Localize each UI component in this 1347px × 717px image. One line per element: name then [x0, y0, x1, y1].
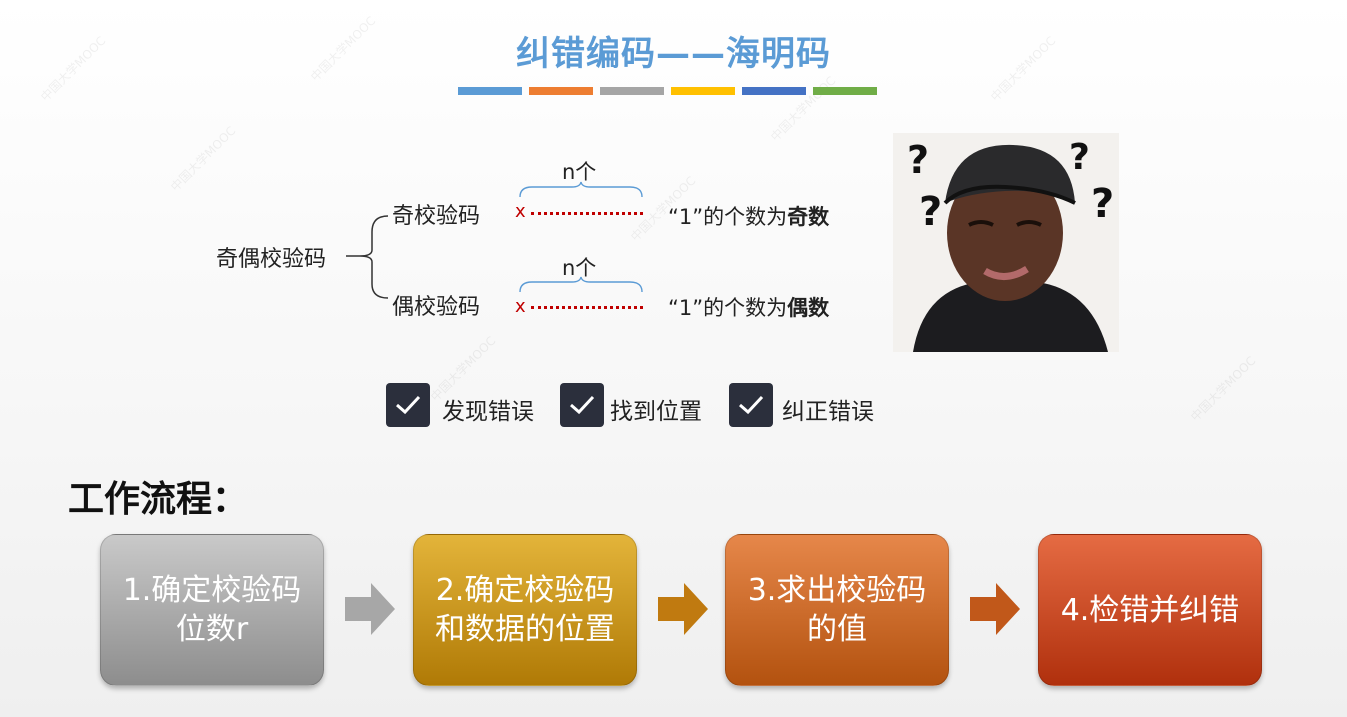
svg-text:?: ? — [919, 189, 942, 235]
odd-parity-label: 奇校验码 — [392, 204, 481, 229]
page-title: 纠错编码——海明码 — [516, 34, 831, 74]
even-parity-label: 偶校验码 — [392, 295, 481, 320]
odd-result: “1”的个数为奇数 — [668, 205, 830, 229]
svg-text:?: ? — [1091, 181, 1114, 227]
title-bar-segment — [600, 87, 664, 95]
even-x-bit: x — [515, 296, 526, 317]
check-find-position-icon — [560, 383, 604, 427]
even-result: “1”的个数为偶数 — [668, 296, 830, 320]
check-found-error-icon — [386, 383, 430, 427]
even-dotted-bits — [531, 306, 643, 309]
tree-root-label: 奇偶校验码 — [216, 247, 327, 272]
workflow-step-3: 3.求出校验码的值 — [725, 534, 949, 686]
workflow-title: 工作流程： — [68, 479, 249, 520]
title-bar-segment — [458, 87, 522, 95]
title-bar-segment — [529, 87, 593, 95]
arrow-right-icon — [970, 583, 1020, 635]
check-label-find-position: 找到位置 — [610, 399, 702, 425]
confused-man-photo: ? ? ? ? — [893, 133, 1119, 352]
title-bar-segment — [671, 87, 735, 95]
arrow-right-icon — [658, 583, 708, 635]
workflow-step-1: 1.确定校验码位数r — [100, 534, 324, 686]
even-n-brace — [519, 276, 643, 293]
odd-dotted-bits — [531, 212, 643, 215]
odd-x-bit: x — [515, 201, 526, 222]
check-correct-error-icon — [729, 383, 773, 427]
odd-n-label: n个 — [562, 160, 597, 184]
tree-brace — [346, 215, 389, 299]
check-label-found-error: 发现错误 — [442, 399, 534, 425]
workflow-step-4: 4.检错并纠错 — [1038, 534, 1262, 686]
title-bar-segment — [813, 87, 877, 95]
svg-text:?: ? — [1069, 137, 1090, 178]
title-bar-segment — [742, 87, 806, 95]
even-n-label: n个 — [562, 256, 597, 280]
workflow-step-2: 2.确定校验码和数据的位置 — [413, 534, 637, 686]
odd-n-brace — [519, 181, 643, 198]
svg-text:?: ? — [907, 138, 929, 182]
check-label-correct-error: 纠正错误 — [782, 399, 874, 425]
arrow-right-icon — [345, 583, 395, 635]
